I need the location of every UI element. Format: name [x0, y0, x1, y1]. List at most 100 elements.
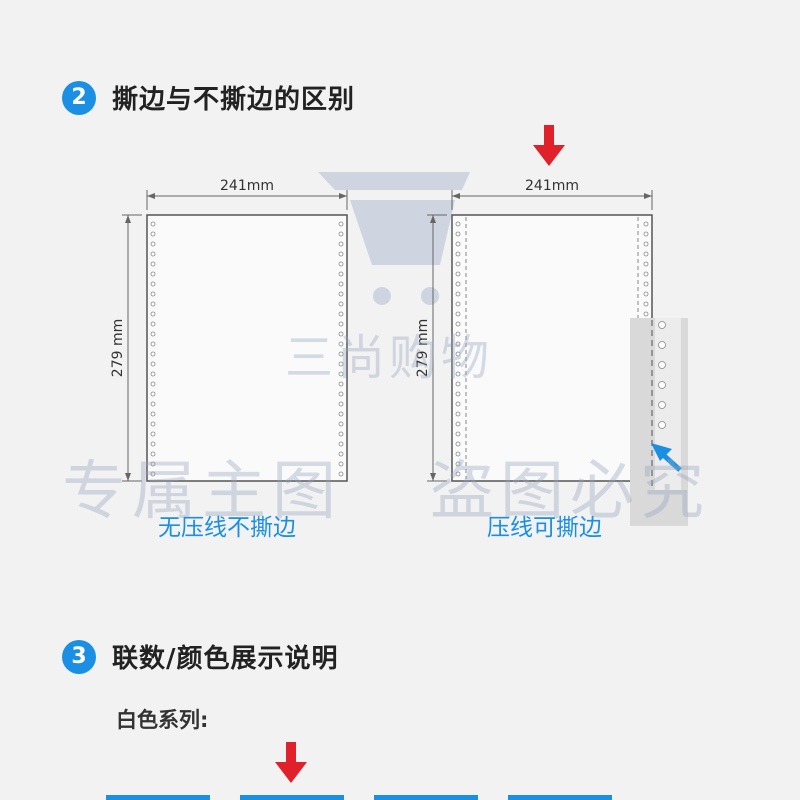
- section-2-header: 2 撕边与不撕边的区别: [62, 79, 355, 116]
- sprocket-hole: [455, 421, 461, 427]
- sprocket-hole: [455, 411, 461, 417]
- sprocket-hole: [338, 391, 344, 397]
- sprocket-hole: [455, 391, 461, 397]
- sprocket-hole: [150, 441, 156, 447]
- left-sheet-holes: [150, 221, 344, 477]
- sprocket-hole: [643, 311, 649, 317]
- left-height-label: 279 mm: [110, 319, 126, 377]
- sprocket-hole: [150, 351, 156, 357]
- sprocket-hole: [338, 371, 344, 377]
- sprocket-hole: [455, 241, 461, 247]
- sprocket-hole: [455, 321, 461, 327]
- sprocket-hole: [455, 471, 461, 477]
- sprocket-hole: [150, 261, 156, 267]
- sprocket-hole: [150, 311, 156, 317]
- sprocket-hole: [338, 411, 344, 417]
- sprocket-hole: [455, 441, 461, 447]
- section-2-number-badge: 2: [62, 80, 96, 115]
- right-height-label: 279 mm: [415, 319, 431, 377]
- sprocket-hole: [338, 331, 344, 337]
- sprocket-hole: [150, 391, 156, 397]
- sprocket-hole: [455, 461, 461, 467]
- cart-logo-icon: [318, 172, 470, 305]
- red-down-arrow-icon: [533, 125, 565, 166]
- sprocket-hole: [338, 431, 344, 437]
- sprocket-hole: [338, 301, 344, 307]
- sprocket-hole: [455, 371, 461, 377]
- sprocket-hole: [150, 281, 156, 287]
- section-3-number-badge: 3: [62, 639, 96, 674]
- sprocket-hole: [455, 361, 461, 367]
- sprocket-hole: [150, 471, 156, 477]
- sprocket-hole: [455, 401, 461, 407]
- color-tab-1[interactable]: [106, 795, 210, 800]
- left-sheet-caption: 无压线不撕边: [158, 515, 296, 541]
- sprocket-hole: [150, 421, 156, 427]
- sprocket-hole: [643, 261, 649, 267]
- sprocket-hole: [338, 311, 344, 317]
- sprocket-hole: [643, 291, 649, 297]
- sprocket-hole: [455, 341, 461, 347]
- blue-pointer-arrow-icon: [651, 443, 682, 472]
- sprocket-hole: [150, 371, 156, 377]
- sprocket-hole: [455, 351, 461, 357]
- color-tab-2[interactable]: [240, 795, 344, 800]
- torn-edge-strip: [630, 318, 688, 526]
- sprocket-hole: [338, 341, 344, 347]
- sprocket-hole: [338, 451, 344, 457]
- sprocket-hole: [338, 231, 344, 237]
- sprocket-hole: [150, 451, 156, 457]
- sprocket-hole: [338, 261, 344, 267]
- red-down-arrow-bottom-icon: [275, 742, 307, 783]
- sprocket-hole: [338, 241, 344, 247]
- sprocket-hole: [455, 231, 461, 237]
- sprocket-hole: [150, 301, 156, 307]
- sprocket-hole: [150, 231, 156, 237]
- sprocket-hole: [643, 271, 649, 277]
- left-width-label: 241mm: [220, 178, 274, 194]
- sprocket-hole: [150, 251, 156, 257]
- sprocket-hole: [338, 381, 344, 387]
- sprocket-hole: [455, 301, 461, 307]
- sprocket-hole: [643, 231, 649, 237]
- sprocket-hole: [643, 301, 649, 307]
- sprocket-hole: [455, 271, 461, 277]
- sprocket-hole: [658, 361, 666, 369]
- sprocket-hole: [455, 221, 461, 227]
- sprocket-hole: [455, 261, 461, 267]
- sprocket-hole: [338, 281, 344, 287]
- sprocket-hole: [455, 331, 461, 337]
- sprocket-hole: [150, 461, 156, 467]
- sprocket-hole: [150, 241, 156, 247]
- sprocket-hole: [658, 341, 666, 349]
- sprocket-hole: [658, 401, 666, 409]
- sprocket-hole: [338, 221, 344, 227]
- sprocket-hole: [150, 271, 156, 277]
- sprocket-hole: [150, 291, 156, 297]
- white-series-label: 白色系列:: [116, 708, 209, 732]
- sprocket-hole: [338, 471, 344, 477]
- sprocket-hole: [658, 421, 666, 429]
- section-2-title: 撕边与不撕边的区别: [112, 85, 356, 115]
- sprocket-hole: [338, 441, 344, 447]
- color-tab-3[interactable]: [374, 795, 478, 800]
- sprocket-hole: [150, 361, 156, 367]
- sprocket-hole: [338, 421, 344, 427]
- section-3-header: 3 联数/颜色展示说明: [62, 638, 339, 675]
- sprocket-hole: [455, 281, 461, 287]
- sprocket-hole: [150, 341, 156, 347]
- sprocket-hole: [338, 291, 344, 297]
- sprocket-hole: [643, 281, 649, 287]
- sprocket-hole: [643, 241, 649, 247]
- sprocket-hole: [338, 401, 344, 407]
- sprocket-hole: [658, 381, 666, 389]
- right-sheet-caption: 压线可撕边: [487, 515, 602, 541]
- sprocket-hole: [338, 321, 344, 327]
- sprocket-hole: [455, 291, 461, 297]
- sprocket-hole: [455, 381, 461, 387]
- sprocket-hole: [643, 251, 649, 257]
- sprocket-hole: [455, 451, 461, 457]
- sprocket-hole: [643, 221, 649, 227]
- color-tab-4[interactable]: [508, 795, 612, 800]
- sprocket-hole: [338, 251, 344, 257]
